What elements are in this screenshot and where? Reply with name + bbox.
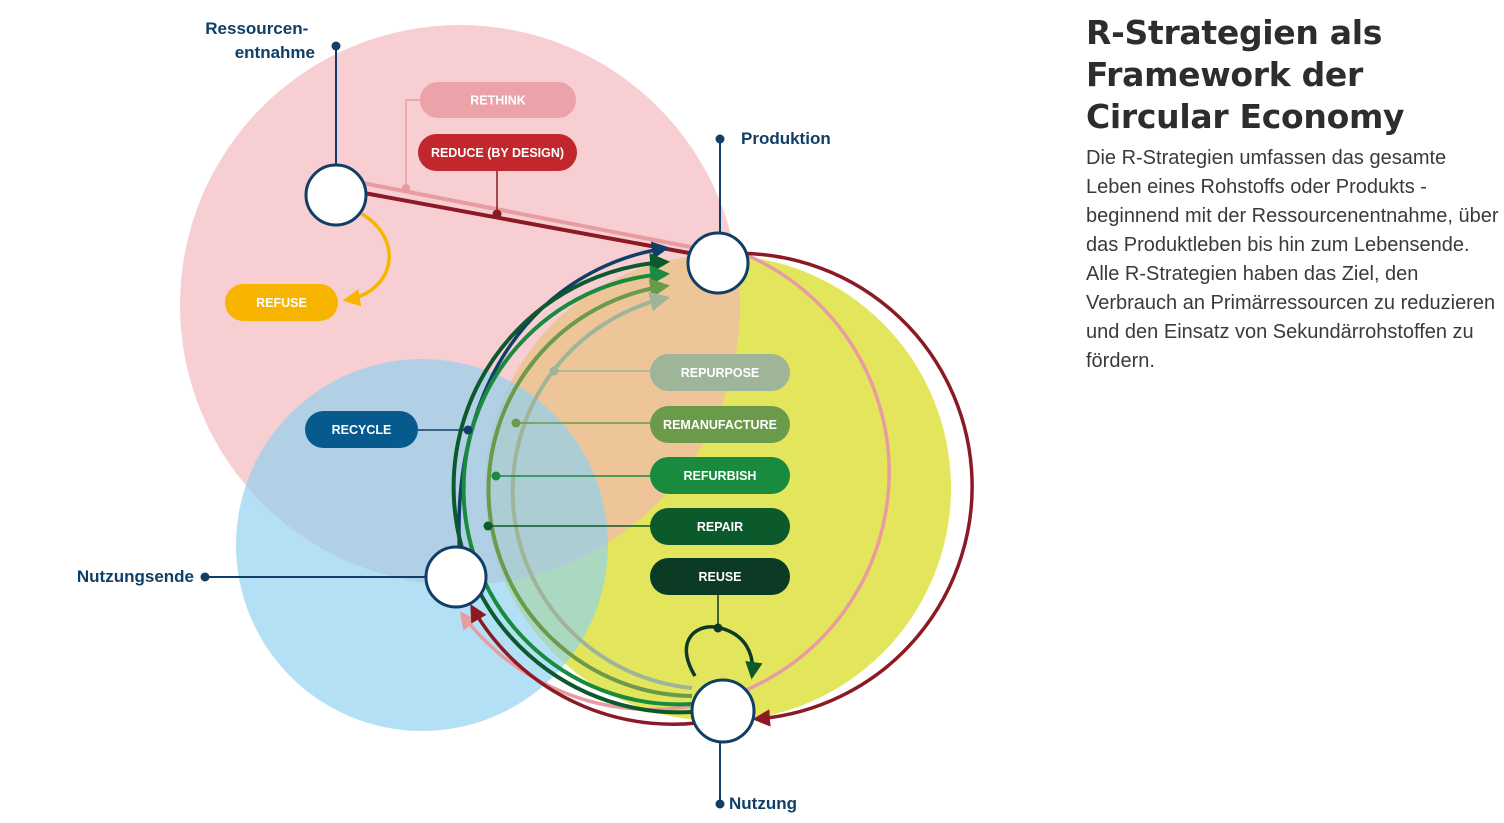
- rethink-label: RETHINK: [470, 94, 526, 108]
- repurpose-connector-dot: [549, 366, 559, 376]
- end-of-use-stage-dot: [200, 572, 210, 582]
- reduce-pill: REDUCE (BY DESIGN): [418, 134, 577, 171]
- rethink-pill: RETHINK: [420, 82, 576, 118]
- recycle-pill: RECYCLE: [305, 411, 418, 448]
- red-outer-loop-bottom: [470, 603, 723, 726]
- recycle-arc: [457, 241, 670, 561]
- reuse-connector-dot: [713, 623, 723, 633]
- extraction-label: Ressourcen- entnahme: [205, 19, 315, 62]
- refurbish-label: REFURBISH: [684, 469, 757, 483]
- pink-outer-loop: [459, 244, 891, 712]
- recycle-label: RECYCLE: [332, 423, 392, 437]
- reuse-label: REUSE: [698, 570, 741, 584]
- production-stage-dot: [715, 134, 725, 144]
- remanufacture-label: REMANUFACTURE: [663, 418, 777, 432]
- use-stage-dot: [715, 799, 725, 809]
- rethink-connector: [405, 99, 422, 188]
- recycle-connector-dot: [463, 425, 473, 435]
- remanufacture-pill: REMANUFACTURE: [650, 406, 790, 443]
- refuse-pill: REFUSE: [225, 284, 338, 321]
- panel-title: R-Strategien als Framework der Circular …: [1086, 13, 1405, 136]
- r-strategies-diagram: Ressourcen- entnahme Produktion Nutzungs…: [77, 19, 974, 813]
- reduce-connector-dot: [492, 209, 502, 219]
- use-node: [690, 678, 756, 744]
- production-node: [686, 231, 750, 295]
- use-label: Nutzung: [729, 794, 797, 813]
- refurbish-loop: [461, 265, 693, 707]
- panel-body: Die R-Strategien umfassen das gesamte Le…: [1086, 147, 1499, 372]
- rethink-connector-dot: [402, 184, 410, 192]
- production-label: Produktion: [741, 129, 831, 148]
- repair-label: REPAIR: [697, 520, 743, 534]
- repurpose-loop: [510, 291, 693, 690]
- end-of-use-node: [424, 545, 488, 609]
- refurbish-connector-dot: [491, 471, 501, 481]
- text-panel: R-Strategien als Framework der Circular …: [1086, 12, 1504, 376]
- reuse-pill: REUSE: [650, 558, 790, 595]
- extraction-node: [304, 163, 368, 227]
- repurpose-label: REPURPOSE: [681, 366, 760, 380]
- reduce-label: REDUCE (BY DESIGN): [431, 146, 564, 160]
- repurpose-pill: REPURPOSE: [650, 354, 790, 391]
- refuse-label: REFUSE: [256, 296, 307, 310]
- remanufacture-connector-dot: [511, 418, 521, 428]
- end-of-use-label: Nutzungsende: [77, 567, 194, 586]
- refurbish-pill: REFURBISH: [650, 457, 790, 494]
- refuse-arrow: [342, 212, 391, 307]
- repair-loop: [451, 252, 693, 715]
- rethink-flow-line: [336, 176, 717, 254]
- red-outer-loop-right: [721, 251, 974, 727]
- extraction-stage-dot: [331, 41, 341, 51]
- repair-pill: REPAIR: [650, 508, 790, 545]
- repair-connector-dot: [483, 521, 493, 531]
- remanufacture-loop: [486, 278, 693, 698]
